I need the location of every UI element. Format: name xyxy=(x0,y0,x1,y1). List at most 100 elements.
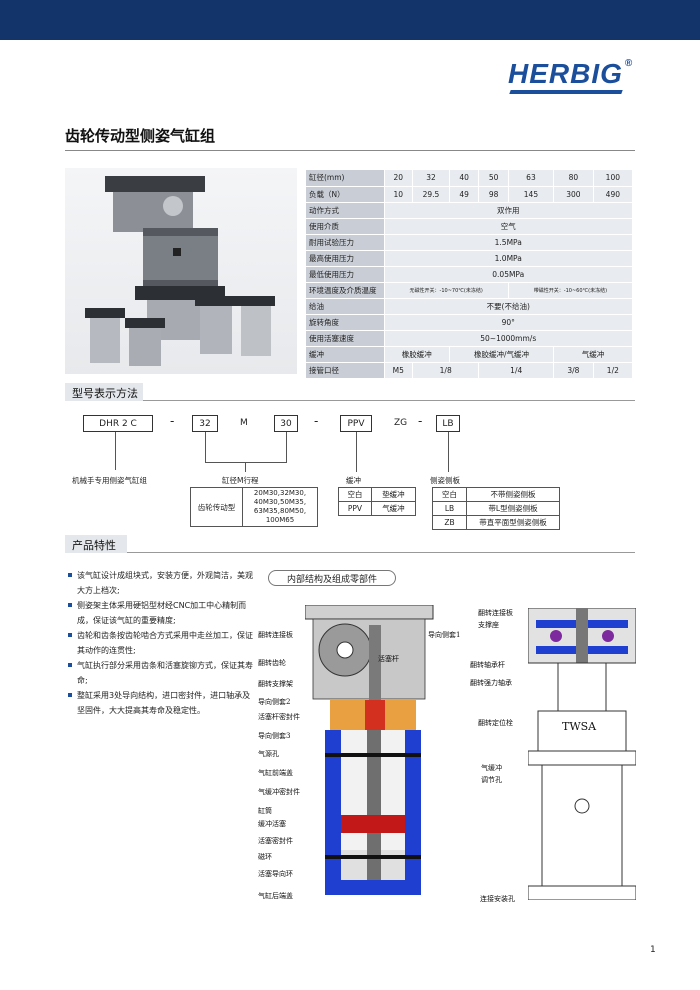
part-label: 气缸前端盖 xyxy=(258,769,293,777)
product-photo xyxy=(65,168,297,374)
spec-label: 缓冲 xyxy=(306,346,384,363)
part-label: 缓冲活塞 xyxy=(258,820,286,828)
spec-label: 给油 xyxy=(306,298,384,315)
bullet-icon xyxy=(68,603,72,607)
table-row: 空白垫缓冲 xyxy=(338,487,417,502)
spec-label: 使用活塞速度 xyxy=(306,330,384,347)
table-row: 缸径(mm) 20 32 40 50 63 80 100 xyxy=(306,170,632,187)
code-cushion: PPV xyxy=(340,415,372,432)
part-label: 支撑座 xyxy=(478,621,499,629)
feature-text: 齿轮和齿条按齿轮啮合方式采用中走丝加工，保证其动作的连贯性; xyxy=(77,631,253,655)
feature-text: 侧姿架主体采用硬铝型材经CNC加工中心精制而成，保证该气缸的重要精度; xyxy=(77,601,247,625)
plate-label: 侧姿侧板 xyxy=(430,476,460,485)
part-label: 翻转定位栓 xyxy=(478,719,513,727)
title-divider xyxy=(65,150,635,151)
feature-text: 整缸采用3处导向结构，进口密封件，进口轴承及坚固件，大大提高其寿命及稳定性。 xyxy=(77,691,251,715)
bullet-icon xyxy=(68,693,72,697)
plate-desc: 不带侧姿侧板 xyxy=(466,487,560,502)
spec-cell: 29.5 xyxy=(411,186,450,203)
part-label: 翻转支撑架 xyxy=(258,680,293,688)
code-stroke: 30 xyxy=(274,415,298,432)
spec-label: 接管口径 xyxy=(306,362,384,379)
spec-cell: 50~1000mm/s xyxy=(383,330,632,347)
spec-cell: 145 xyxy=(507,186,554,203)
connector-line xyxy=(286,432,287,462)
spec-label: 缸径(mm) xyxy=(306,170,384,187)
spec-cell: 带磁性开关：-10~60℃(未冻结) xyxy=(507,282,632,299)
feature-text: 该气缸设计成组块式，安装方便，外观简洁，美观大方上档次; xyxy=(77,571,253,595)
bore-stroke-label: 缸径M行程 xyxy=(222,476,259,485)
spec-label: 旋转角度 xyxy=(306,314,384,331)
bullet-icon xyxy=(68,633,72,637)
connector-line xyxy=(205,432,206,462)
part-label: 导向侧套3 xyxy=(258,732,291,740)
part-label: 调节孔 xyxy=(481,776,502,784)
spec-cell: 32 xyxy=(411,170,450,187)
part-label: 导向侧套2 xyxy=(258,698,291,706)
part-label: 翻转齿轮 xyxy=(258,659,286,667)
spec-cell: 橡胶缓冲 xyxy=(383,346,450,363)
spec-cell: 1/2 xyxy=(592,362,632,379)
spec-cell: 49 xyxy=(448,186,479,203)
spec-cell: 无磁性开关：-10~70℃(未冻结) xyxy=(383,282,509,299)
code-dash: - xyxy=(314,414,319,428)
body-stamp: TWSA xyxy=(562,720,597,733)
spec-cell: 1.0MPa xyxy=(383,250,632,267)
spec-cell: 80 xyxy=(553,170,594,187)
code-m: M xyxy=(240,418,248,428)
table-row: 动作方式双作用 xyxy=(306,202,632,219)
table-row: 空白不带侧姿侧板 xyxy=(432,487,560,502)
code-bore: 32 xyxy=(192,415,218,432)
part-label: 导向侧套1 xyxy=(428,631,461,639)
spec-label: 使用介质 xyxy=(306,218,384,235)
list-item: 该气缸设计成组块式，安装方便，外观简洁，美观大方上档次; xyxy=(68,568,253,598)
cushion-code: PPV xyxy=(338,501,372,516)
bullet-icon xyxy=(68,573,72,577)
part-label: 活塞导向环 xyxy=(258,870,293,878)
part-label: 缸筒 xyxy=(258,807,272,815)
cushion-desc: 气缓冲 xyxy=(370,501,417,516)
spec-cell: 20 xyxy=(383,170,413,187)
plate-code: LB xyxy=(432,501,467,516)
plate-desc: 带L型侧姿侧板 xyxy=(466,501,560,516)
part-label: 活塞杆密封件 xyxy=(258,713,300,721)
part-label: 气缓冲 xyxy=(481,764,502,772)
cushion-code: 空白 xyxy=(338,487,372,502)
spec-cell: 1/4 xyxy=(478,362,554,379)
spec-cell: 90° xyxy=(383,314,632,331)
bore-table: 齿轮传动型 20M30,32M30, 40M30,50M35, 63M35,80… xyxy=(190,487,318,527)
cushion-label: 缓冲 xyxy=(346,476,361,485)
spec-cell: 63 xyxy=(507,170,554,187)
part-label: 气源孔 xyxy=(258,750,279,758)
plate-desc: 带直平面型侧姿侧板 xyxy=(466,515,560,530)
part-label: 翻转连接板 xyxy=(478,609,513,617)
section-divider xyxy=(127,552,635,553)
table-row: 环境温度及介质温度 无磁性开关：-10~70℃(未冻结) 带磁性开关：-10~6… xyxy=(306,282,632,299)
table-row: 齿轮传动型 20M30,32M30, 40M30,50M35, 63M35,80… xyxy=(190,487,318,527)
table-row: 给油不要(不给油) xyxy=(306,298,632,315)
page-title: 齿轮传动型侧姿气缸组 xyxy=(65,127,216,145)
spec-cell: 不要(不给油) xyxy=(383,298,632,315)
table-row: 使用介质空气 xyxy=(306,218,632,235)
part-label: 活塞杆 xyxy=(378,655,399,663)
spec-cell: 10 xyxy=(383,186,413,203)
spec-cell: 98 xyxy=(478,186,509,203)
spec-cell: 1/8 xyxy=(411,362,479,379)
section-heading-bg xyxy=(65,535,127,553)
connector-line xyxy=(205,462,287,463)
table-row: 负载（N） 10 29.5 49 98 145 300 490 xyxy=(306,186,632,203)
spec-cell: 300 xyxy=(553,186,594,203)
spec-cell: 490 xyxy=(592,186,632,203)
top-banner xyxy=(0,0,700,40)
spec-label: 耐用试验压力 xyxy=(306,234,384,251)
connector-line xyxy=(356,432,357,472)
spec-label: 最低使用压力 xyxy=(306,266,384,283)
feature-text: 气缸执行部分采用齿条和活塞旋铆方式，保证其寿命; xyxy=(77,661,253,685)
part-label: 翻转强力轴承 xyxy=(470,679,512,687)
series-label: 机械手专用侧姿气缸组 xyxy=(72,476,147,485)
